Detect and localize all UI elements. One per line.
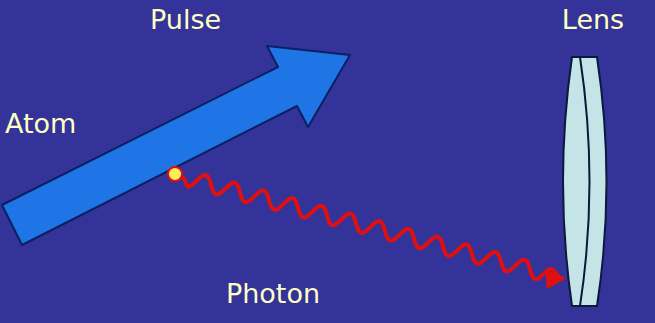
photon-wave — [182, 175, 564, 279]
lens-node: Lens — [548, 4, 638, 314]
pulse-label: Pulse — [150, 4, 221, 36]
node-label: Lens — [548, 4, 638, 36]
atom-node: Atom — [5, 108, 190, 188]
node-label: Atom — [5, 108, 190, 140]
lens-face — [580, 57, 590, 306]
pulse-arrow — [2, 46, 350, 245]
atom-dot — [168, 167, 182, 181]
atom-shape — [165, 164, 185, 184]
photon-label: Photon — [226, 278, 320, 310]
lens-shape — [552, 54, 622, 309]
lens-body — [563, 57, 607, 306]
